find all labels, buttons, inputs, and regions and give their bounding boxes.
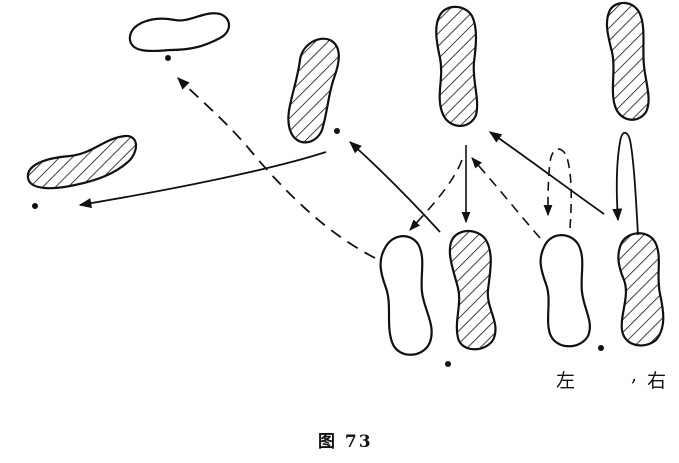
figure-caption: 图 73 [318, 432, 373, 452]
label-left: 左 [556, 370, 576, 392]
foot-hatched-top-center [435, 5, 479, 127]
foot-hatched-top-right [605, 1, 650, 121]
foot-hatched-bottom-right [617, 232, 665, 347]
foot-outline-top-left [128, 12, 231, 53]
arrow-solid-to-left [78, 151, 327, 209]
arrow-solid-to-middle [349, 141, 441, 233]
foot-hatched-left [26, 134, 138, 190]
dot-top-left [165, 55, 171, 61]
dot-middle [334, 128, 340, 134]
dot-bottom-center [445, 361, 451, 367]
arrow-dashed-loop-center [543, 148, 572, 229]
dot-left [32, 203, 38, 209]
arrow-solid-loop-right [612, 131, 639, 236]
arrow-solid-from-right [488, 131, 605, 215]
foot-outline-bottom-right [539, 234, 591, 348]
foot-outline-bottom-center [379, 235, 433, 356]
arrow-dashed-to-top-center [471, 157, 541, 239]
label-right: 右 [647, 370, 667, 392]
arrow-dashed-down-left [409, 159, 463, 231]
foot-hatched-bottom-center [448, 229, 497, 351]
dot-bottom-right [598, 345, 604, 351]
arrow-dashed-to-top-left [177, 77, 376, 259]
foot-hatched-middle [287, 37, 340, 144]
label-separator: , [631, 364, 638, 386]
